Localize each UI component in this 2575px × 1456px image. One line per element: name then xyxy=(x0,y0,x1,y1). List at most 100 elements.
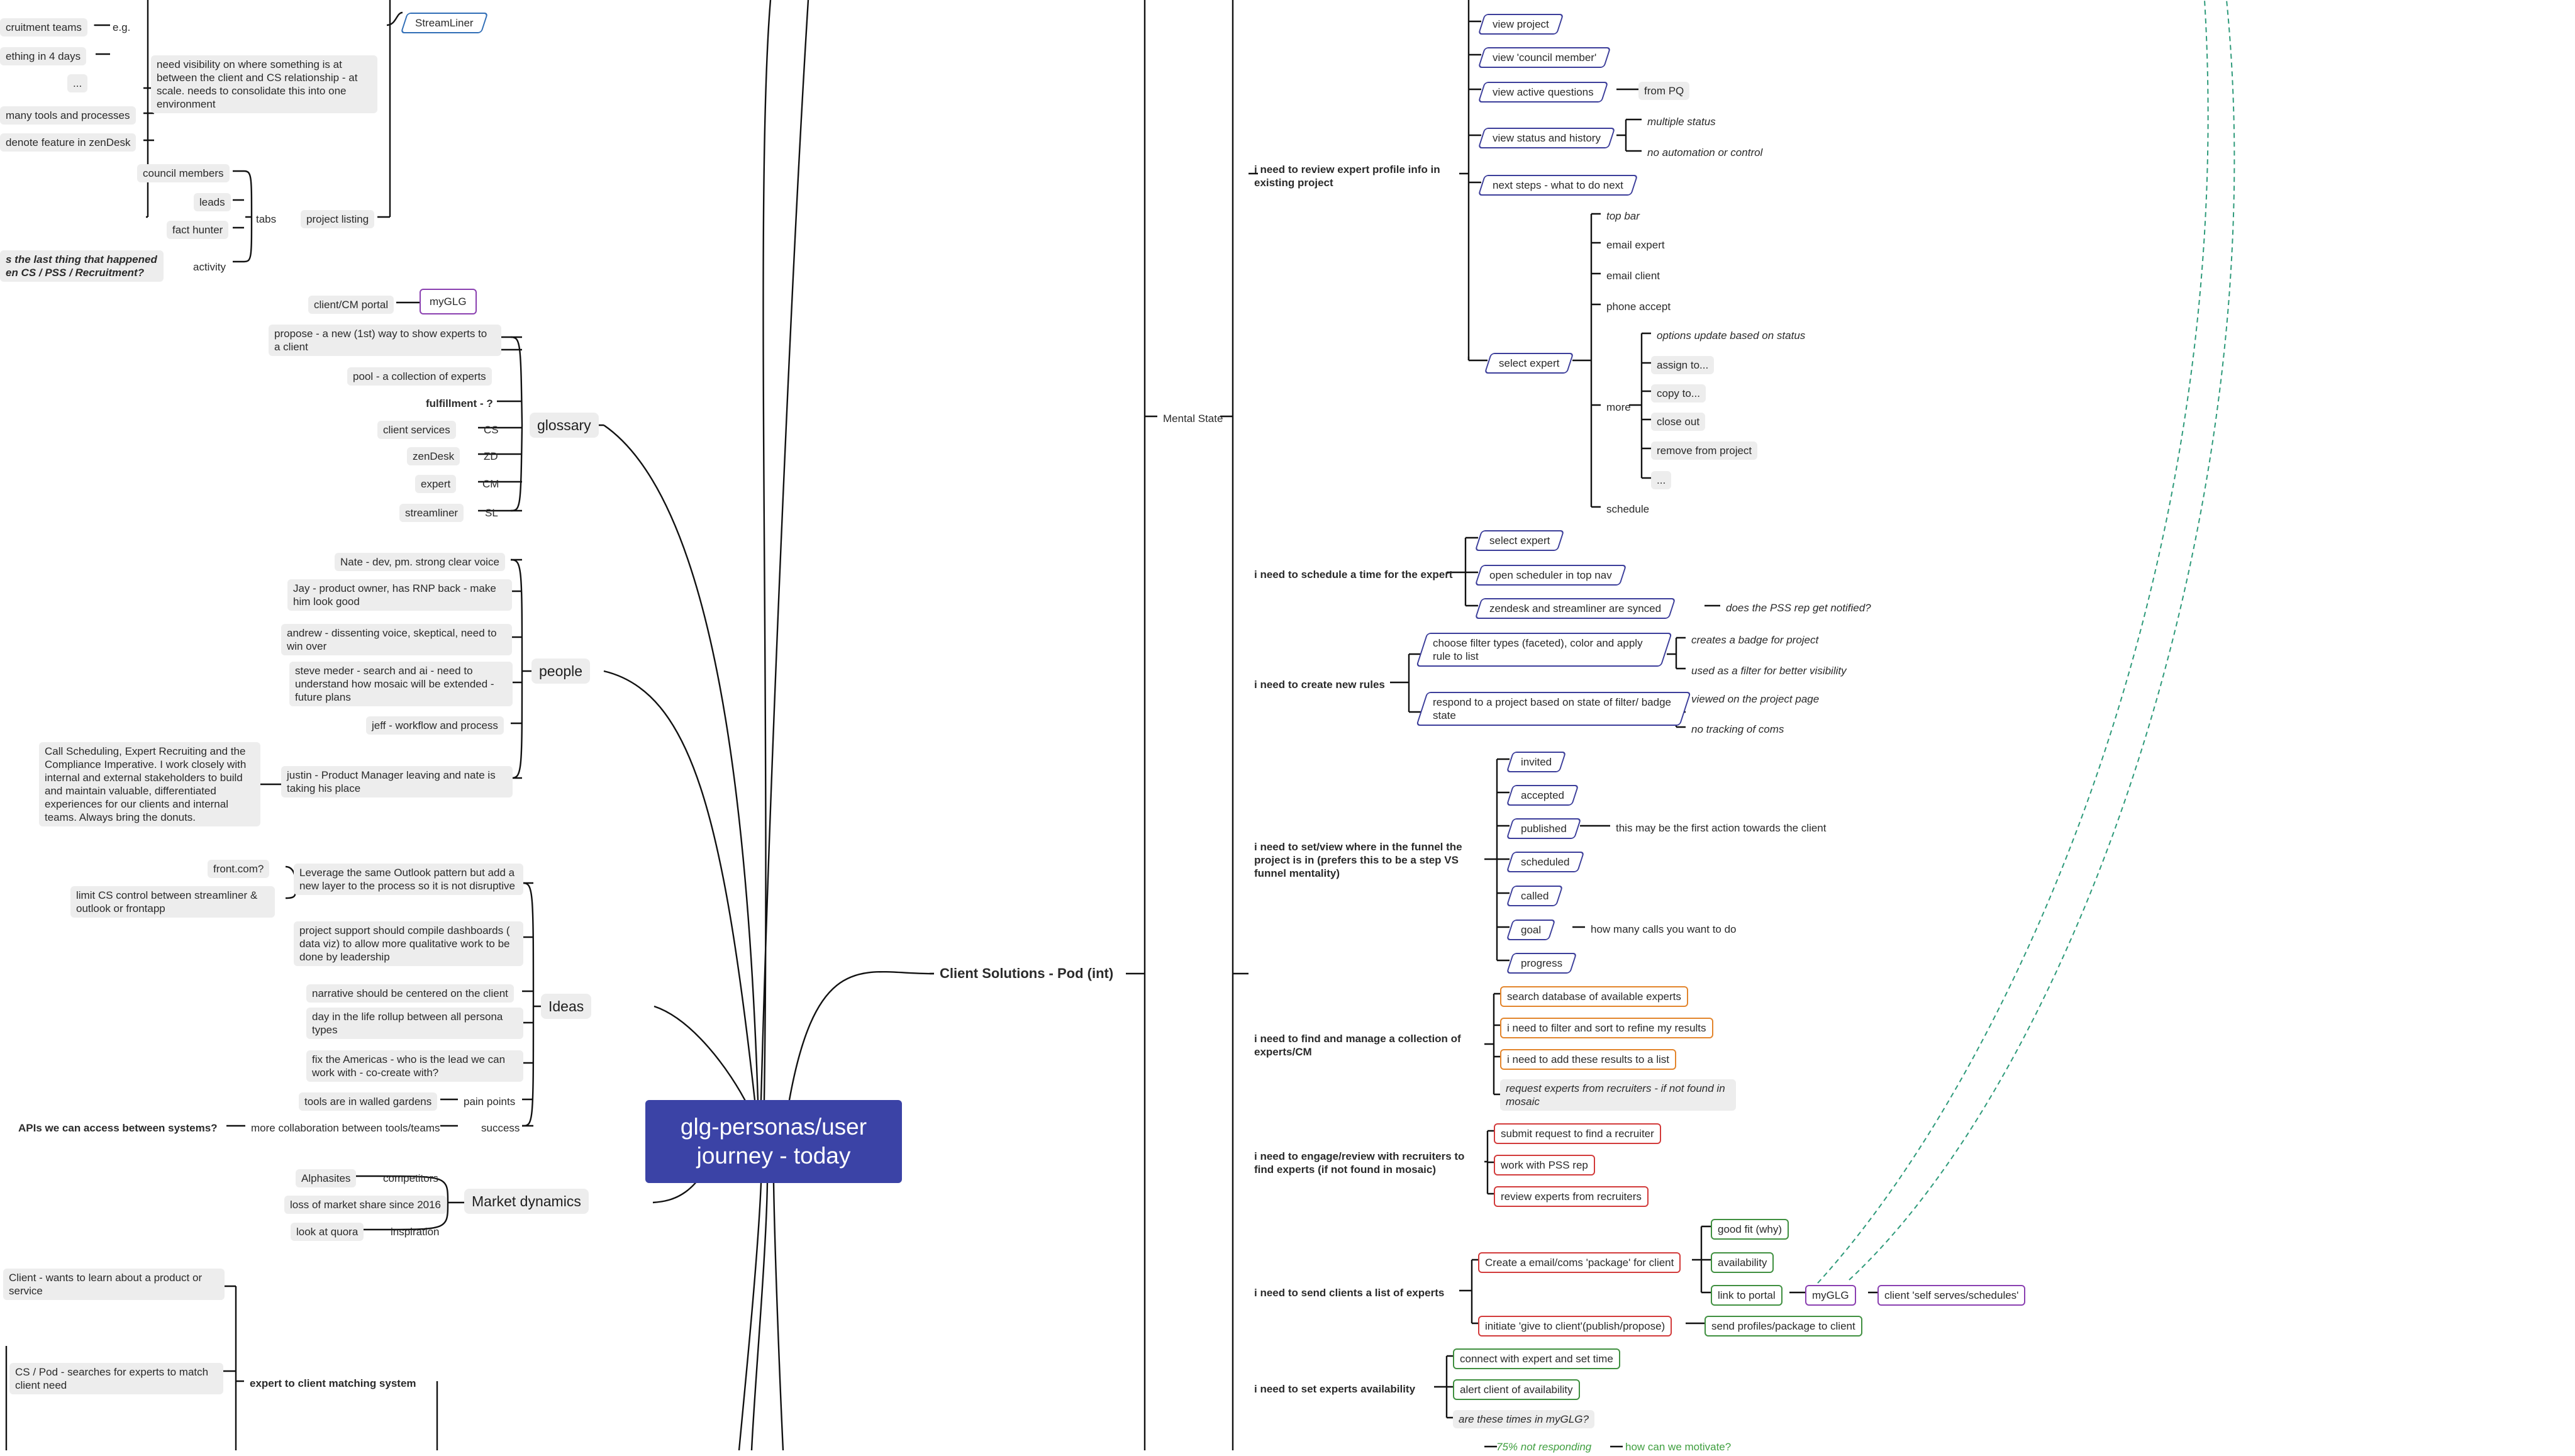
node: view project xyxy=(1477,14,1564,35)
node: competitors xyxy=(383,1172,438,1184)
node: i need to filter and sort to refine my r… xyxy=(1500,1018,1713,1038)
people-branch[interactable]: people xyxy=(531,659,591,684)
glossary-branch[interactable]: glossary xyxy=(530,413,599,438)
node: client services xyxy=(377,421,456,439)
node: i need to add these results to a list xyxy=(1500,1049,1676,1070)
node: invited xyxy=(1506,752,1567,772)
node: expert xyxy=(415,475,457,493)
node: success xyxy=(481,1122,520,1134)
node: fact hunter xyxy=(167,221,229,239)
node: progress xyxy=(1506,953,1577,974)
node: from PQ xyxy=(1638,82,1690,100)
node: project listing xyxy=(301,210,375,228)
node: view status and history xyxy=(1477,128,1616,148)
node: fulfillment - ? xyxy=(426,397,493,409)
myglg-node: myGLG xyxy=(420,289,477,314)
node: Nate - dev, pm. strong clear voice xyxy=(335,553,505,571)
node: select expert xyxy=(1484,353,1574,374)
node: connect with expert and set time xyxy=(1453,1348,1620,1369)
node: remove from project xyxy=(1651,442,1758,460)
node: project support should compile dashboard… xyxy=(294,921,523,966)
node: client/CM portal xyxy=(308,296,394,314)
node: i need to set/view where in the funnel t… xyxy=(1254,841,1462,879)
node: next steps - what to do next xyxy=(1477,175,1638,196)
node: copy to... xyxy=(1651,384,1706,403)
node: used as a filter for better visibility xyxy=(1691,665,1847,677)
node: denote feature in zenDesk xyxy=(0,133,136,152)
node: zendesk and streamliner are synced xyxy=(1474,598,1676,619)
node: respond to a project based on state of f… xyxy=(1416,692,1691,726)
streamliner-node: StreamLiner xyxy=(400,13,488,33)
node: cruitment teams xyxy=(0,18,87,36)
market-dynamics-branch[interactable]: Market dynamics xyxy=(464,1189,589,1214)
node: more xyxy=(1606,401,1631,413)
node: CS xyxy=(484,424,499,436)
node: good fit (why) xyxy=(1711,1219,1789,1240)
node: tools are in walled gardens xyxy=(299,1092,438,1111)
node: choose filter types (faceted), color and… xyxy=(1416,633,1672,667)
node: activity xyxy=(193,261,226,273)
node: steve meder - search and ai - need to un… xyxy=(289,662,513,706)
node: Create a email/coms 'package' for client xyxy=(1478,1252,1681,1273)
node: SL xyxy=(485,507,498,519)
node: council members xyxy=(137,164,230,182)
node: i need to review expert profile info in … xyxy=(1254,164,1440,189)
node: andrew - dissenting voice, skeptical, ne… xyxy=(281,624,512,655)
node: called xyxy=(1506,886,1564,906)
node: schedule xyxy=(1606,503,1650,515)
node: viewed on the project page xyxy=(1691,693,1820,705)
node: Alphasites xyxy=(296,1169,357,1187)
node: scheduled xyxy=(1506,852,1584,872)
central-topic[interactable]: glg-personas/user journey - today xyxy=(645,1100,902,1183)
node: pool - a collection of experts xyxy=(347,367,492,386)
node: tabs xyxy=(256,213,277,225)
node: narrative should be centered on the clie… xyxy=(306,984,514,1003)
node: email expert xyxy=(1606,239,1665,251)
ideas-branch[interactable]: Ideas xyxy=(541,994,592,1019)
node: e.g. xyxy=(113,21,131,33)
node: ... xyxy=(1651,471,1672,489)
node: review experts from recruiters xyxy=(1494,1186,1649,1207)
node: no tracking of coms xyxy=(1691,723,1784,735)
node: assign to... xyxy=(1651,356,1715,374)
node: this may be the first action towards the… xyxy=(1616,822,1827,834)
node: send profiles/package to client xyxy=(1705,1316,1862,1337)
client-solutions-branch[interactable]: Client Solutions - Pod (int) xyxy=(940,965,1114,981)
node: front.com? xyxy=(208,860,270,878)
node: need visibility on where something is at… xyxy=(151,55,377,113)
node: ZD xyxy=(484,450,498,462)
node: Client - wants to learn about a product … xyxy=(3,1269,225,1300)
node: submit request to find a recruiter xyxy=(1494,1123,1661,1144)
node: Jay - product owner, has RNP back - make… xyxy=(287,579,512,611)
node: client 'self serves/schedules' xyxy=(1877,1285,2026,1306)
node: i need to send clients a list of experts xyxy=(1254,1287,1445,1299)
node: i need to find and manage a collection o… xyxy=(1254,1033,1461,1058)
node: leads xyxy=(194,193,231,211)
node: options update based on status xyxy=(1657,330,1806,342)
node: accepted xyxy=(1506,785,1579,806)
node: phone accept xyxy=(1606,301,1671,313)
node: CM xyxy=(482,478,499,490)
node: alert client of availability xyxy=(1453,1379,1580,1400)
node: expert to client matching system xyxy=(250,1377,416,1389)
node: open scheduler in top nav xyxy=(1474,565,1627,586)
node: work with PSS rep xyxy=(1494,1155,1595,1175)
node: goal xyxy=(1506,920,1556,940)
node: streamliner xyxy=(399,504,464,522)
node: initiate 'give to client'(publish/propos… xyxy=(1478,1316,1672,1337)
node: availability xyxy=(1711,1252,1774,1273)
node: i need to engage/review with recruiters … xyxy=(1254,1150,1465,1175)
node: many tools and processes xyxy=(0,106,136,125)
node: look at quora xyxy=(291,1223,364,1241)
node: 75% not responding xyxy=(1496,1441,1592,1453)
node: view 'council member' xyxy=(1477,47,1611,68)
node: justin - Product Manager leaving and nat… xyxy=(281,766,513,797)
node: view active questions xyxy=(1477,82,1609,103)
node: CS / Pod - searches for experts to match… xyxy=(9,1363,223,1394)
node: creates a badge for project xyxy=(1691,634,1819,646)
node: email client xyxy=(1606,270,1660,282)
node: Leverage the same Outlook pattern but ad… xyxy=(294,864,523,895)
node: i need to create new rules xyxy=(1254,679,1385,691)
node: zenDesk xyxy=(407,447,460,465)
